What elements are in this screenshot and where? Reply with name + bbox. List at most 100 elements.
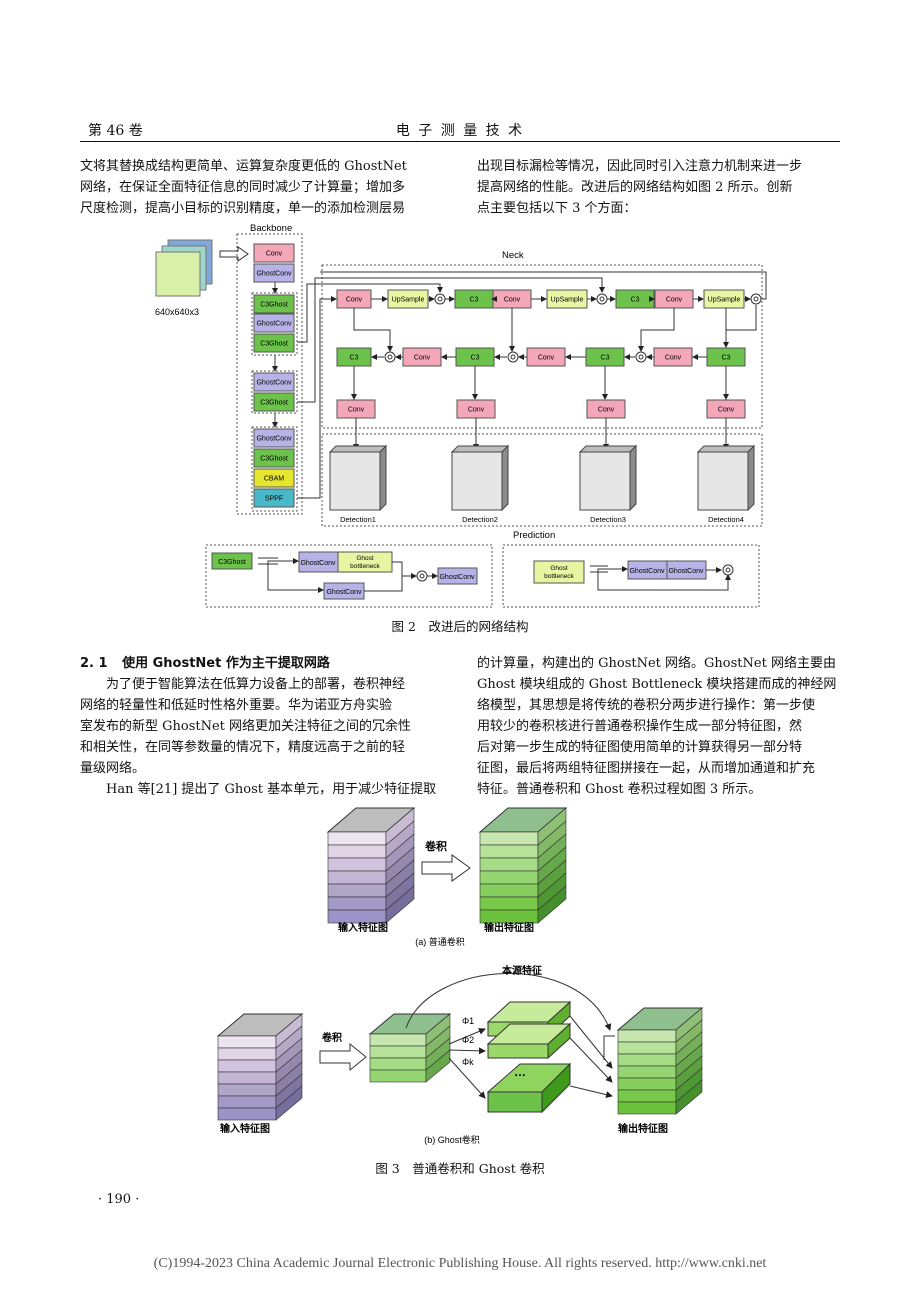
text-line: Han 等[21] 提出了 Ghost 基本单元，用于减少特征提取 <box>106 782 437 797</box>
text-line: 网络，在保证全面特征信息的同时减少了计算量；增加多 <box>80 180 406 195</box>
input-arrow <box>219 246 249 262</box>
copyright-footer: (C)1994-2023 China Academic Journal Elec… <box>153 1256 767 1271</box>
svg-text:GhostConv: GhostConv <box>256 436 292 443</box>
figure-3-caption: 图 3 普通卷积和 Ghost 卷积 <box>375 1161 545 1176</box>
concat-node <box>416 570 428 582</box>
svg-text:C3: C3 <box>470 297 479 304</box>
text-line: 为了便于智能算法在低算力设备上的部署，卷积神经 <box>106 677 406 692</box>
svg-text:C3Ghost: C3Ghost <box>260 341 288 348</box>
svg-text:Detection3: Detection3 <box>590 515 626 524</box>
svg-text:(a) 普通卷积: (a) 普通卷积 <box>415 936 465 947</box>
svg-text:GhostConv: GhostConv <box>668 568 704 575</box>
top-left-column: 文将其替换成结构更简单、运算复杂度更低的 GhostNet 网络，在保证全面特征… <box>80 156 450 219</box>
backbone-c3ghost-block: C3Ghost <box>253 294 295 314</box>
c3ghost-module-frame <box>205 544 493 608</box>
neck-conv-block: Conv <box>402 347 442 367</box>
text-line: 络模型，其思想是将传统的卷积分两步进行操作：第一步使 <box>477 698 816 713</box>
neck-row-1: Conv UpSample C3 Conv UpSample C3 Conv UpSample <box>336 289 745 309</box>
svg-text:C3Ghost: C3Ghost <box>260 456 288 463</box>
neck-conv-block: Conv <box>456 399 496 419</box>
svg-text:Conv: Conv <box>665 355 682 362</box>
neck-upsample-block: UpSample <box>546 289 588 309</box>
intrinsic-feature-cube <box>368 1013 452 1083</box>
svg-text:UpSample: UpSample <box>708 297 741 304</box>
detection-head: Detection3 <box>578 444 638 524</box>
text-line: 室发布的新型 GhostNet 网络更加关注特征之间的冗余性 <box>80 719 412 734</box>
svg-text:GhostConv: GhostConv <box>256 321 292 328</box>
text-line: 尺度检测，提高小目标的识别精度，单一的添加检测层易 <box>80 201 406 216</box>
neck-c3-block: C3 <box>706 347 746 367</box>
neck-conv-block: Conv <box>526 347 566 367</box>
svg-text:Conv: Conv <box>666 297 683 304</box>
svg-text:C3Ghost: C3Ghost <box>218 559 246 566</box>
detection-head: Detection1 <box>328 444 388 524</box>
neck-c3-block: C3 <box>455 347 495 367</box>
svg-text:Detection4: Detection4 <box>708 515 744 524</box>
neck-conv-block: Conv <box>492 289 532 309</box>
svg-text:卷积: 卷积 <box>424 839 447 853</box>
svg-text:C3: C3 <box>471 355 480 362</box>
svg-text:Conv: Conv <box>266 251 283 258</box>
prediction-title: Prediction <box>513 530 555 541</box>
input-size-label: 640x640x3 <box>155 307 199 317</box>
svg-text:C3: C3 <box>631 297 640 304</box>
backbone-title: Backbone <box>250 223 292 234</box>
backbone-ghostconv-block: GhostConv <box>253 372 295 392</box>
c3ghost-input-block <box>211 552 253 570</box>
text-line: 征图，最后将两组特征图拼接在一起，从而增加通道和扩充 <box>477 761 816 776</box>
section-title: 使用 GhostNet 作为主干提取网路 <box>122 656 330 671</box>
svg-text:GhostConv: GhostConv <box>326 589 362 596</box>
input-image-stack <box>155 239 213 297</box>
svg-text:UpSample: UpSample <box>551 297 584 304</box>
backbone-c3ghost-block: C3Ghost <box>253 392 295 412</box>
text-line: 点主要包括以下 3 个方面： <box>477 201 637 216</box>
ghost-slab-k <box>486 1062 572 1114</box>
svg-text:(b) Ghost卷积: (b) Ghost卷积 <box>424 1134 480 1145</box>
svg-text:Conv: Conv <box>414 355 431 362</box>
text-line: 用较少的卷积核进行普通卷积操作生成一部分特征图，然 <box>477 719 803 734</box>
text-line: 的计算量，构建出的 GhostNet 网络。GhostNet 网络主要由 <box>477 656 836 671</box>
text-line: 网络的轻量性和低延时性格外重要。华为诺亚方舟实验 <box>80 698 393 713</box>
concat-node <box>750 293 762 305</box>
svg-text:C3Ghost: C3Ghost <box>260 302 288 309</box>
backbone-ghostconv-block: GhostConv <box>253 263 295 283</box>
neck-conv-block: Conv <box>336 289 372 309</box>
svg-text:GhostConv: GhostConv <box>256 271 292 278</box>
ghost-bottleneck-module-frame <box>502 544 760 608</box>
svg-text:UpSample: UpSample <box>392 297 425 304</box>
text-line: 提高网络的性能。改进后的网络结构如图 2 所示。创新 <box>477 180 793 195</box>
svg-text:输入特征图: 输入特征图 <box>338 921 388 934</box>
phi-1: Φ1 <box>462 1016 474 1026</box>
svg-text:Conv: Conv <box>598 407 615 414</box>
text-line: 后对第一步生成的特征图使用简单的计算获得另一部分特 <box>477 740 803 755</box>
neck-c3-block: C3 <box>336 347 372 367</box>
prediction-frame <box>321 433 763 527</box>
ghost-output-cube <box>616 1007 704 1115</box>
backbone-cbam-block: CBAM <box>253 468 295 488</box>
concat-node <box>635 351 647 363</box>
concat-node <box>596 293 608 305</box>
svg-text:GhostConv: GhostConv <box>300 560 336 567</box>
text-line: 和相关性，在同等参数量的情况下，精度远高于之前的轻 <box>80 740 406 755</box>
text-line: 特征。普通卷积和 Ghost 卷积过程如图 3 所示。 <box>477 782 762 797</box>
svg-text:本源特征: 本源特征 <box>502 964 542 977</box>
volume-label: 第 46 卷 <box>88 123 143 139</box>
svg-text:SPPF: SPPF <box>265 496 283 503</box>
neck-conv-block: Conv <box>653 347 693 367</box>
neck-upsample-block: UpSample <box>387 289 429 309</box>
backbone-ghostconv-block: GhostConv <box>253 313 295 333</box>
neck-frame <box>321 264 763 429</box>
svg-text:C3: C3 <box>350 355 359 362</box>
svg-text:Detection1: Detection1 <box>340 515 376 524</box>
svg-text:输入特征图: 输入特征图 <box>220 1122 270 1135</box>
conv-arrow-b <box>319 1042 367 1072</box>
neck-links <box>351 296 751 450</box>
ellipsis: … <box>514 1065 526 1079</box>
concat-node <box>507 351 519 363</box>
detection-head: Detection2 <box>450 444 510 524</box>
concat-node <box>434 293 446 305</box>
neck-c3-block: C3 <box>585 347 625 367</box>
svg-text:Ghost: Ghost <box>550 565 568 572</box>
